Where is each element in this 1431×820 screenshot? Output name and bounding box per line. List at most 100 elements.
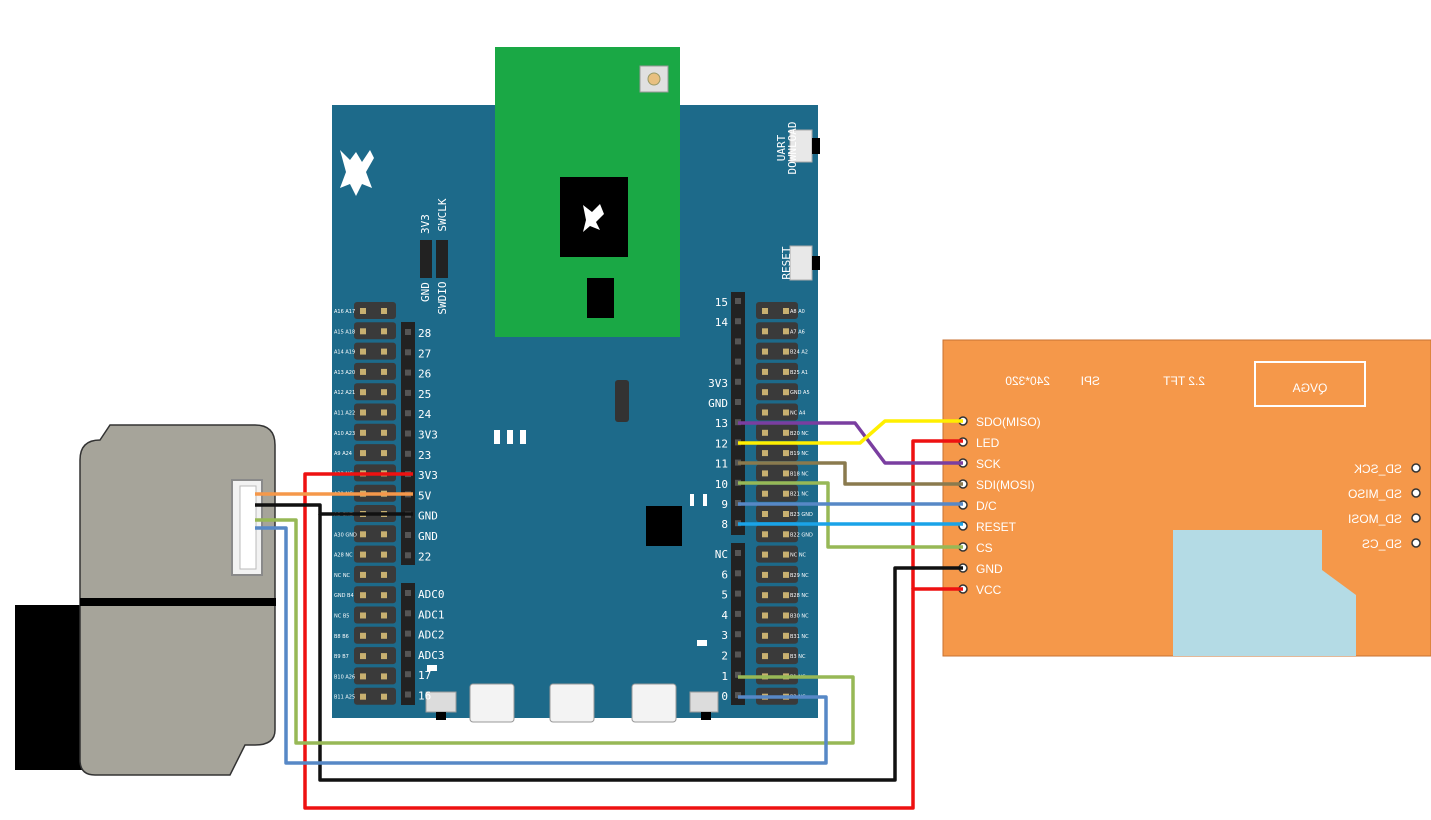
header-pin [360,368,366,375]
left-header-block [354,606,396,624]
header-pin [735,550,741,556]
header-pin [360,612,366,619]
header-pin [783,409,789,416]
right-header-label: B3 NC [790,654,806,660]
sd-pin-pad [1411,488,1421,498]
header-pin [405,630,411,637]
right-header-block [756,525,798,543]
lcd-pin-label: CS [976,541,993,555]
sd-pin-label-mirror: SD_MOSI [1348,512,1402,526]
uart-label: UART [775,134,788,161]
right-header-block [756,586,798,604]
reset-button[interactable] [789,245,813,281]
header-pin [762,450,768,457]
left-pin-label: GND [418,530,438,543]
header-pin [783,429,789,436]
left-header-block [354,687,396,705]
right-header-label: B20 NC [790,431,809,437]
header-pin [762,470,768,477]
sensor-lens-block [15,605,85,770]
header-pin [381,450,387,457]
header-pin [783,368,789,375]
led-7 [427,665,437,671]
right-header-block [756,322,798,340]
right-pin-label: 3V3 [708,377,728,390]
board-logo-icon [340,150,374,196]
left-header-label: B11 A25 [334,695,355,701]
left-header-strip [401,322,415,565]
header-pin [405,349,411,356]
right-header-label: B24 A2 [790,350,808,356]
jumper-3v3-label: 3V3 [419,214,432,234]
right-header-label: B21 NC [790,492,809,498]
right-header-strip-bottom [731,543,745,705]
left-pin-label: 3V3 [418,429,438,442]
sd-pin-label-mirror: SD_MISO [1348,487,1402,501]
right-header-label: A7 A6 [790,329,805,335]
header-pin [762,511,768,517]
right-pin-label: 12 [715,437,728,450]
header-pin [381,389,387,396]
jumper-gnd-label: GND [419,282,432,302]
usb-port-1 [469,683,515,723]
left-header-label: B8 B6 [334,634,349,640]
header-pin [360,592,366,599]
left-header-block [354,586,396,604]
header-pin [381,653,387,660]
header-pin [762,368,768,375]
sensor-connector-slot [239,485,257,570]
header-pin [762,531,768,538]
header-pin [405,389,411,396]
left-header-label: A15 A18 [334,329,355,335]
header-pin [381,673,387,680]
left-header-label: A11 A22 [334,411,355,417]
left-header-label: A30 GND [334,532,357,538]
jumper-swclk-label: SWCLK [436,198,449,231]
adc-pin-label: ADC0 [418,588,445,601]
wire-purple-sck [738,421,963,465]
left-header-block [354,545,396,563]
sd-pin-label: SD_MISO [1348,487,1402,501]
header-pin [381,409,387,416]
header-pin [735,651,741,658]
left-header-block [354,626,396,644]
board-chip [646,506,682,546]
header-pin [735,610,741,617]
right-pin-label: NC [715,548,728,561]
header-pin [381,368,387,375]
left-header-label: B10 A26 [334,674,355,680]
right-pin-label: 4 [721,609,728,622]
header-pin [405,430,411,437]
header-pin [360,551,366,558]
right-header-block [756,565,798,583]
header-pin [762,490,768,497]
sd-pin-pad [1411,463,1421,473]
led-1 [494,430,500,444]
left-pin-label: 28 [418,327,431,340]
board-jumper-mid [615,380,629,422]
header-pin [381,551,387,558]
sd-pin-pad [1411,513,1421,523]
header-pin [405,671,411,678]
board-pcb [332,105,818,718]
qvga-badge: QVGA [1293,381,1328,395]
left-header-label: GND B4 [334,593,354,599]
wire-green-sensor [255,518,855,745]
right-header-block [756,626,798,644]
header-pin [735,338,741,345]
header-pin [360,429,366,436]
module-small-chip [587,278,614,318]
right-pin-label: 8 [721,518,728,531]
side-switch-left-cap [436,712,446,720]
wire-gnd-black-long [318,514,963,782]
header-pin [762,409,768,416]
header-pin [762,429,768,436]
header-pin [735,358,741,365]
header-pin [762,592,768,599]
sd-card-slot [1173,530,1356,656]
